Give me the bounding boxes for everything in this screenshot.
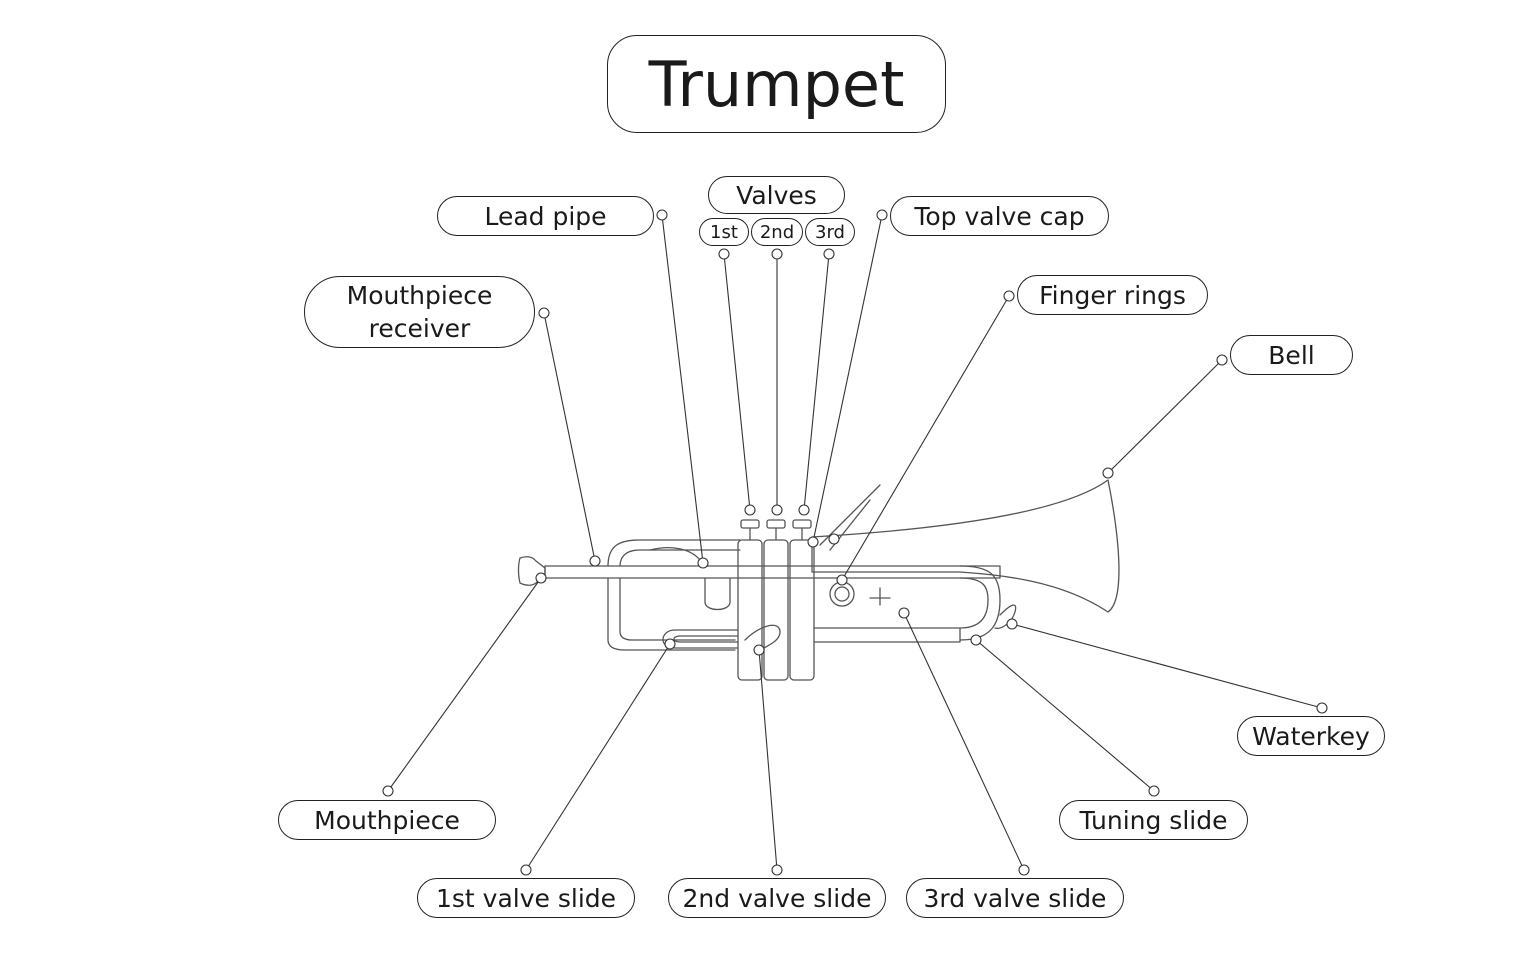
label-finger-rings: Finger rings	[1017, 275, 1208, 315]
top-valve-cap-dot-a	[876, 209, 888, 221]
valve2-dot-b	[771, 504, 783, 516]
valve3-dot-b	[798, 504, 810, 516]
label-tuning-slide: Tuning slide	[1059, 800, 1248, 840]
label-top-valve-cap: Top valve cap	[890, 196, 1109, 236]
label-second-valve-slide: 2nd valve slide	[668, 878, 886, 918]
tuning-slide-shape	[959, 565, 1001, 641]
label-lead-pipe: Lead pipe	[437, 196, 654, 236]
lead-pipe-dot-a	[656, 209, 668, 221]
waterkey-dot-b	[1006, 618, 1018, 630]
finger-ring	[829, 581, 855, 607]
tuning-dot-a	[1148, 785, 1160, 797]
waterkey-shape	[994, 604, 1017, 629]
label-valve-1: 1st	[699, 218, 749, 246]
label-mouthpiece-receiver-line1: Mouthpiece	[346, 281, 493, 310]
label-third-valve-slide: 3rd valve slide	[906, 878, 1124, 918]
label-mouthpiece-receiver-line2: receiver	[368, 314, 471, 343]
diagram-title: Trumpet	[607, 35, 946, 133]
valve1-dot-a	[718, 248, 730, 260]
label-waterkey: Waterkey	[1237, 716, 1385, 756]
label-bell: Bell	[1230, 335, 1353, 375]
third-valve-slide-shape	[813, 627, 961, 643]
slide3-dot-a	[1018, 864, 1030, 876]
label-mouthpiece: Mouthpiece	[278, 800, 496, 840]
first-valve-slide-shape	[662, 629, 739, 649]
receiver-dot-b	[589, 555, 601, 567]
top-valve-cap-dot-b	[807, 536, 819, 548]
finger-rings-dot-c	[828, 533, 840, 545]
tuning-dot-b	[970, 634, 982, 646]
finger-rings-dot-a	[1003, 290, 1015, 302]
mouthpiece-shape	[517, 556, 546, 586]
slide1-dot-b	[664, 638, 676, 650]
waterkey-dot-a	[1316, 702, 1328, 714]
slide1-dot-a	[520, 864, 532, 876]
slide2-dot-a	[771, 864, 783, 876]
mouthpiece-dot-b	[535, 572, 547, 584]
slide3-dot-b	[898, 607, 910, 619]
lead-pipe-dot-b	[697, 557, 709, 569]
mouthpiece-dot-a	[382, 785, 394, 797]
bell-outline	[811, 479, 1120, 613]
valve-casing-2	[763, 539, 789, 681]
label-first-valve-slide: 1st valve slide	[417, 878, 635, 918]
receiver-dot-a	[538, 307, 550, 319]
valve-casing-1	[737, 539, 763, 681]
slide2-dot-b	[753, 644, 765, 656]
label-mouthpiece-receiver: Mouthpiece receiver	[304, 276, 535, 348]
valve3-dot-a	[823, 248, 835, 260]
label-valves: Valves	[708, 176, 845, 214]
bell-dot-a	[1216, 354, 1228, 366]
valve2-dot-a	[771, 248, 783, 260]
bell-dot-b	[1102, 467, 1114, 479]
label-valve-3: 3rd	[805, 218, 855, 246]
label-valve-2: 2nd	[751, 218, 803, 246]
finger-rings-dot-b	[836, 574, 848, 586]
valve-casing-3	[789, 539, 815, 681]
valve1-dot-b	[744, 504, 756, 516]
